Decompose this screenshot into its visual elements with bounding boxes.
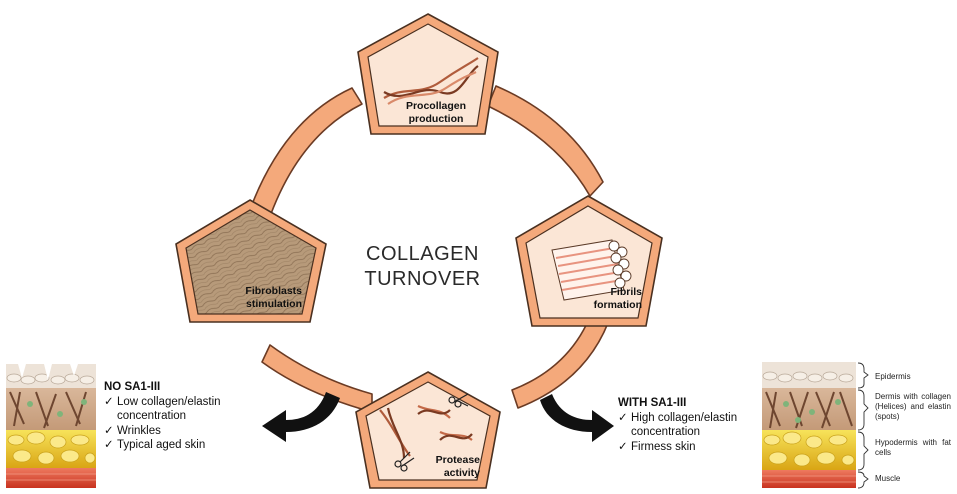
procollagen-helix-icon	[383, 57, 479, 105]
ring-arc-bottom-left	[261, 344, 373, 413]
stage-fibroblasts	[175, 199, 327, 323]
outcome-item: High collagen/elastin concentration	[618, 411, 758, 440]
layer-label-epidermis: Epidermis	[875, 372, 911, 381]
left-outcome-arrow	[262, 392, 340, 442]
outcome-item: Typical aged skin	[104, 438, 264, 453]
scissors-icon	[448, 393, 469, 408]
stage-label-protease: Protease activity	[435, 454, 480, 479]
outcome-item: Firmess skin	[618, 440, 758, 455]
fibril-bundle-icon	[551, 239, 632, 301]
outcome-title: NO SA1-III	[104, 381, 161, 393]
title-line-1: COLLAGEN	[366, 243, 479, 265]
outcome-title: WITH SA1-III	[618, 397, 687, 409]
layer-label-hypodermis: Hypodermis with fat cells	[875, 438, 951, 457]
diagram-title: COLLAGEN TURNOVER	[340, 242, 505, 292]
scissors-icon	[394, 451, 415, 472]
outcome-list: Low collagen/elastin concentration Wrink…	[104, 395, 264, 453]
outcome-without-sa1-iii: NO SA1-III Low collagen/elastin concentr…	[104, 380, 264, 453]
aged-skin-cross-section	[6, 364, 96, 488]
stage-fibrils	[515, 195, 663, 327]
ring-arc-top-left	[247, 87, 363, 223]
outcome-with-sa1-iii: WITH SA1-III High collagen/elastin conce…	[618, 396, 758, 454]
stage-procollagen	[357, 13, 499, 135]
title-line-2: TURNOVER	[364, 268, 481, 290]
ring-arc-bottom-right	[511, 305, 613, 409]
layer-label-muscle: Muscle	[875, 474, 901, 483]
outcome-item: Low collagen/elastin concentration	[104, 395, 264, 424]
stage-label-fibrils: Fibrils formation	[593, 286, 642, 311]
layer-label-dermis: Dermis with collagen (Helices) and elast…	[875, 392, 951, 421]
right-outcome-arrow	[540, 394, 614, 442]
stage-label-fibroblasts: Fibroblasts stimulation	[245, 285, 302, 310]
outcome-item: Wrinkles	[104, 424, 264, 439]
outcome-list: High collagen/elastin concentration Firm…	[618, 411, 758, 455]
firm-skin-cross-section	[762, 362, 856, 488]
stage-label-procollagen: Procollagen production	[405, 100, 467, 125]
ring-arc-top-right	[487, 85, 604, 197]
stage-protease	[355, 371, 501, 489]
fragmented-collagen-icon	[379, 405, 473, 459]
layer-brackets	[857, 362, 869, 489]
